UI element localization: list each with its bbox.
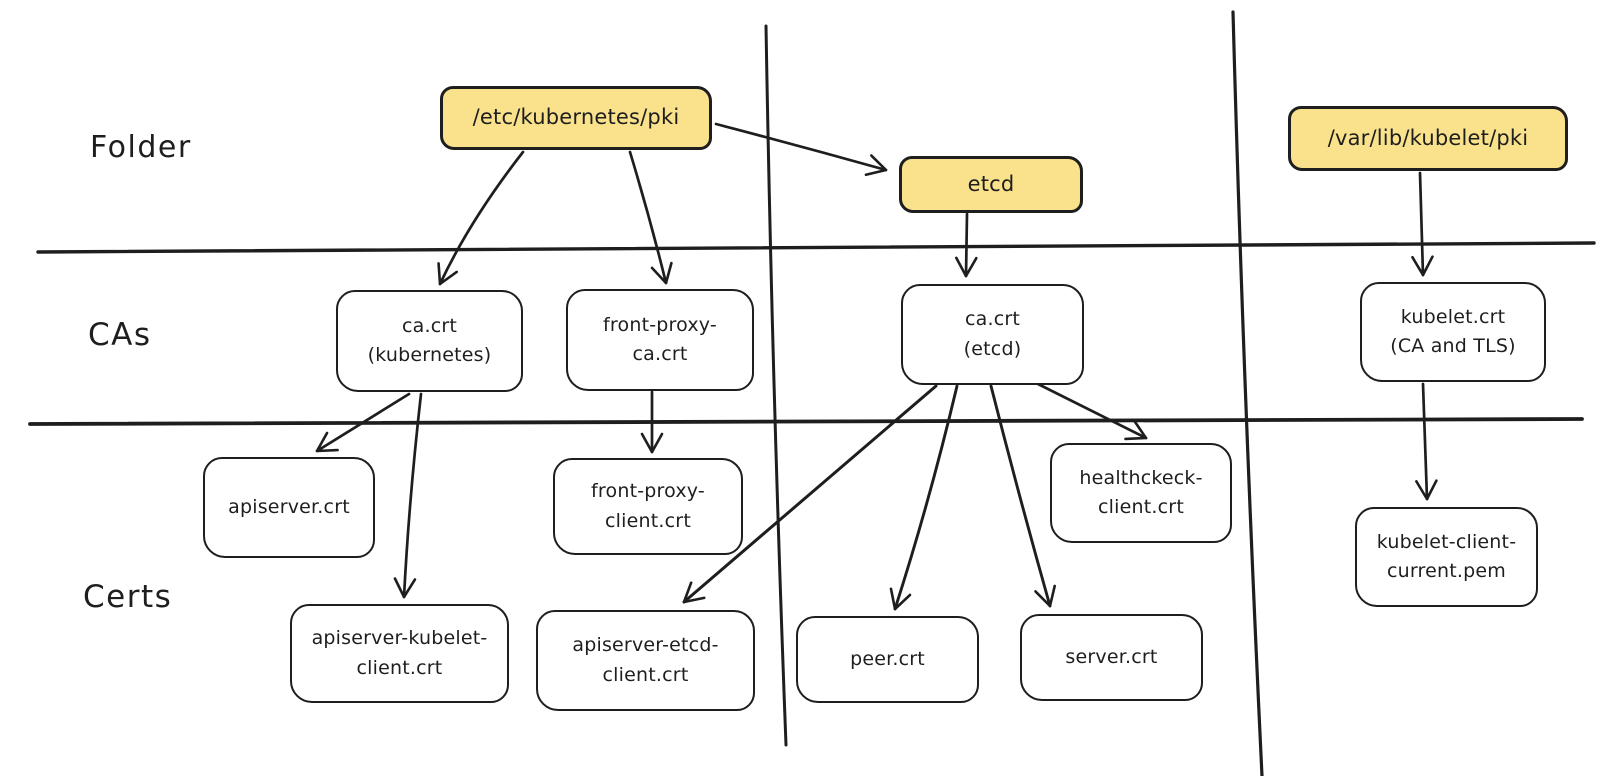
node-front-proxy-ca[interactable]: front-proxy- ca.crt	[566, 289, 754, 391]
arrow-ca-etcd-to-peer[interactable]	[889, 384, 959, 611]
arrow-pki-to-etcd-folder[interactable]	[714, 122, 888, 177]
row-separator-cas-certs	[28, 417, 1584, 426]
arrow-pki-to-ca-kubernetes[interactable]	[437, 150, 525, 286]
node-etc-kubernetes-pki[interactable]: /etc/kubernetes/pki	[440, 86, 712, 150]
column-separator-kubernetes-etcd	[764, 24, 788, 747]
arrow-ca-etcd-to-healthcheck-client[interactable]	[1028, 378, 1148, 441]
row-label-folder: Folder	[90, 130, 192, 165]
node-var-lib-kubelet-pki[interactable]: /var/lib/kubelet/pki	[1288, 106, 1568, 171]
node-ca-kubernetes[interactable]: ca.crt (kubernetes)	[336, 290, 523, 392]
node-healthcheck-client[interactable]: healthckeck- client.crt	[1050, 443, 1232, 543]
node-server-crt[interactable]: server.crt	[1020, 614, 1203, 701]
arrow-pki-to-front-proxy-ca[interactable]	[628, 150, 673, 285]
arrow-ca-kubernetes-to-apiserver[interactable]	[315, 392, 411, 453]
arrow-ca-kubernetes-to-apiserver-kubelet-client[interactable]	[393, 392, 423, 599]
node-peer-crt[interactable]: peer.crt	[796, 616, 979, 703]
node-front-proxy-client[interactable]: front-proxy- client.crt	[553, 458, 743, 555]
arrow-ca-etcd-to-server[interactable]	[989, 384, 1057, 608]
column-separator-etcd-kubelet	[1231, 10, 1264, 776]
row-label-cas: CAs	[88, 317, 152, 353]
arrow-etcd-folder-to-ca-etcd[interactable]	[954, 212, 978, 278]
node-ca-etcd[interactable]: ca.crt (etcd)	[901, 284, 1084, 385]
arrow-varlib-to-kubelet-crt[interactable]	[1411, 171, 1434, 277]
node-kubelet-client-current[interactable]: kubelet-client- current.pem	[1355, 507, 1538, 607]
node-etcd-folder[interactable]: etcd	[899, 156, 1083, 213]
arrow-kubelet-crt-to-kubelet-client-current[interactable]	[1415, 382, 1438, 501]
arrow-ca-etcd-to-apiserver-etcd-client[interactable]	[682, 384, 938, 604]
node-apiserver-crt[interactable]: apiserver.crt	[203, 457, 375, 558]
row-separator-folder-cas	[36, 241, 1596, 254]
node-apiserver-kubelet-client[interactable]: apiserver-kubelet- client.crt	[290, 604, 509, 703]
row-label-certs: Certs	[83, 579, 173, 615]
node-apiserver-etcd-client[interactable]: apiserver-etcd- client.crt	[536, 610, 755, 711]
node-kubelet-crt[interactable]: kubelet.crt (CA and TLS)	[1360, 282, 1546, 382]
